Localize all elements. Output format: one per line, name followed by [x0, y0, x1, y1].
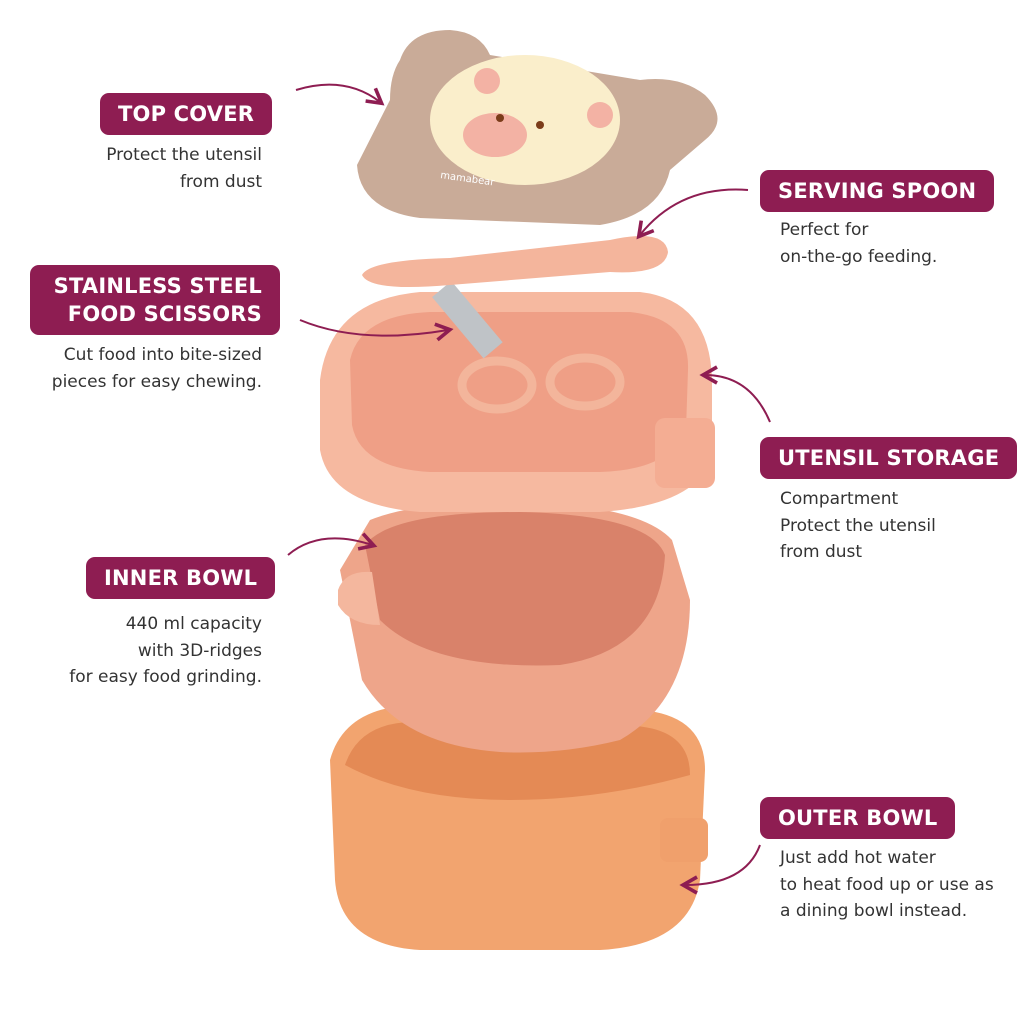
label-top-cover: TOP COVER: [100, 93, 273, 135]
desc-line: Protect the utensil: [780, 515, 936, 536]
inner-bowl: [338, 501, 690, 753]
desc-line: Perfect for: [780, 220, 869, 240]
desc-line: pieces for easy chewing.: [51, 371, 262, 392]
top-cover: mamabear: [357, 30, 718, 225]
label-text: TOP COVER: [118, 102, 255, 126]
desc-top-cover: Protect the utensil from dust: [106, 142, 262, 195]
label-text: SERVING SPOON: [778, 179, 977, 203]
arrow-top-cover: [295, 83, 385, 106]
desc-line: a dining bowl instead.: [780, 901, 968, 921]
arrow-utensil-storage: [699, 365, 771, 423]
arrow-inner-bowl: [287, 532, 378, 556]
label-text: OUTER BOWL: [778, 806, 938, 830]
arrow-serving-spoon: [636, 188, 749, 240]
desc-serving-spoon: Perfect for on-the-go feeding.: [780, 217, 937, 270]
desc-line: Protect the utensil: [106, 145, 262, 165]
desc-line: for easy food grinding.: [69, 667, 262, 687]
label-text: FOOD SCISSORS: [67, 302, 262, 326]
desc-line: on-the-go feeding.: [780, 246, 938, 267]
desc-line: Compartment: [780, 489, 899, 509]
desc-line: with 3D-ridges: [137, 640, 262, 661]
desc-line: from dust: [780, 542, 863, 562]
label-text: INNER BOWL: [104, 566, 258, 590]
desc-inner-bowl: 440 ml capacity with 3D-ridges for easy …: [69, 611, 262, 691]
label-food-scissors: STAINLESS STEEL FOOD SCISSORS: [30, 265, 280, 335]
desc-line: from dust: [179, 171, 262, 192]
label-serving-spoon: SERVING SPOON: [760, 170, 995, 212]
desc-line: to heat food up or use as: [780, 874, 994, 895]
utensil-storage: [320, 236, 715, 512]
arrow-outer-bowl: [679, 844, 761, 895]
desc-food-scissors: Cut food into bite-sized pieces for easy…: [52, 342, 262, 395]
label-inner-bowl: INNER BOWL: [86, 557, 276, 599]
arrow-scissors: [299, 319, 454, 342]
label-outer-bowl: OUTER BOWL: [760, 797, 956, 839]
desc-line: 440 ml capacity: [125, 614, 262, 634]
desc-outer-bowl: Just add hot water to heat food up or us…: [780, 845, 994, 925]
desc-line: Cut food into bite-sized: [63, 345, 262, 365]
desc-utensil-storage: Compartment Protect the utensil from dus…: [780, 486, 936, 566]
label-text: UTENSIL STORAGE: [778, 446, 1000, 470]
desc-line: Just add hot water: [780, 848, 936, 868]
label-text: STAINLESS STEEL: [53, 274, 262, 298]
label-utensil-storage: UTENSIL STORAGE: [760, 437, 1018, 479]
